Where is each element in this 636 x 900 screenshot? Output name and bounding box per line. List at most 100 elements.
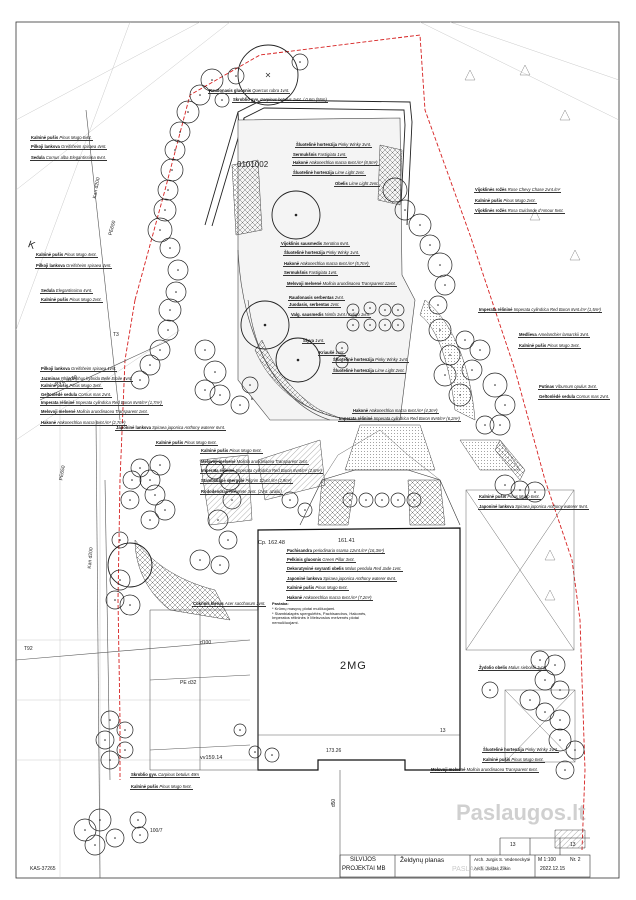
notes-line-4: nemulčiuojami.: [272, 620, 299, 626]
shrub-centre: [365, 499, 367, 501]
shrub-circle: [222, 490, 242, 510]
plant-label-detail: Quercus rubra 1vnt.: [252, 88, 290, 93]
shrub-centre: [211, 79, 213, 81]
plant-label-detail: 1vnt.: [335, 350, 345, 355]
shrub-centre: [239, 729, 241, 731]
plant-label-right-5: Kalninė pušis Pinus Mugo 3vnt.: [518, 343, 581, 349]
plant-label-detail: Greifsheim spiraea 1vnt.: [71, 366, 117, 371]
shrub-circle: [230, 395, 250, 415]
title-date: 2022.12.15: [540, 866, 566, 872]
plant-label-center-29: Hakonė Hakonechloa macra 6vnt./m² (7,2m²…: [286, 595, 373, 601]
notes-line-1: * Krūmų masyvų plotai mulčiuojami.: [272, 605, 336, 611]
shrub-centre: [429, 244, 431, 246]
shrub-circle: [130, 370, 150, 390]
shrub-circle: [461, 359, 483, 381]
plant-label-name: Šluotelinė hortenzija: [333, 368, 374, 373]
shrub-circle: [434, 274, 456, 296]
plant-label-left-0: Raudonasis gluosnis Quercus rubra 1vnt.: [208, 88, 291, 94]
shrub-circle: [455, 330, 475, 350]
shrub-centre: [129, 604, 131, 606]
shrub-centre: [174, 149, 176, 151]
shrub-circle: [144, 484, 166, 506]
plant-label-center-26: Dekoratyvinė svyranti obelis Malus pendu…: [286, 566, 403, 572]
shrub-centre: [84, 829, 86, 831]
shrub-circle: [164, 139, 186, 161]
shrub-centre: [299, 61, 301, 63]
plant-label-detail: Malus pendula Red Jade 1vnt.: [344, 566, 402, 571]
shrub-circle: [406, 492, 422, 508]
shrub-centre: [534, 491, 536, 493]
shrub-centre: [444, 284, 446, 286]
shrub-centre: [214, 371, 216, 373]
plant-label-name: Hakonė: [41, 420, 57, 425]
paving: [149, 609, 259, 771]
watermark-small: PASLAUGOS.LT: [452, 866, 505, 873]
plant-label-name: Jazminas: [41, 376, 60, 381]
shrub-centre: [204, 389, 206, 391]
plant-label-right-9: Japoninė lanksva Spiraea japonica Anthon…: [478, 504, 590, 510]
plant-label-detail: Amelanchier lamarckii 3vnt.: [537, 332, 590, 337]
shrub-centre: [169, 247, 171, 249]
shrub-circle: [482, 372, 508, 398]
plant-label-detail: Nofretete 3vnt. (2vnt. azaliu): [229, 489, 282, 494]
plant-label-name: Pilkoji lanksva: [41, 366, 70, 371]
shrub-centre: [109, 719, 111, 721]
shrub-circle: [140, 510, 160, 530]
shrub-centre: [574, 749, 576, 751]
plant-label-name: Medlieva: [519, 332, 537, 337]
shrub-circle: [189, 84, 211, 106]
plant-label-name: Vijoklinės rožės: [475, 187, 507, 192]
shrub-circle: [519, 689, 541, 711]
plant-label-center-4: Obelis Lime Light 2vnt.: [334, 181, 380, 187]
shrub-centre: [139, 467, 141, 469]
shrub-circle: [116, 741, 134, 759]
plant-label-detail: 2vnt.: [330, 302, 340, 307]
shrub-circle: [291, 53, 309, 71]
shrub-circle: [448, 383, 472, 407]
shrub-circle: [382, 177, 408, 203]
shrub-centre: [381, 499, 383, 501]
shrub-circle: [218, 530, 238, 550]
title-sheet-number: Nr. 2: [570, 857, 581, 863]
shrub-circle: [550, 680, 570, 700]
shrub-circle: [176, 100, 200, 124]
title-org-line-1: SILVIJOS: [350, 857, 376, 863]
plant-label-center-5: Vijoklinis sausmedis Serotina 6vnt.: [280, 241, 351, 247]
plant-label-detail: Philadelphus hybrida Belle Etoile 4vnt.: [61, 376, 133, 381]
shrub-centre: [449, 354, 451, 356]
plant-label-name: Dekoratyvinė svyranti obelis: [287, 566, 344, 571]
shrub-centre: [349, 499, 351, 501]
shrub-centre: [394, 189, 396, 191]
title-drawing-name: Želdynų planas: [400, 857, 445, 864]
shrub-circle: [346, 318, 360, 332]
plant-label-right-13: Melsvoji melvenė Molinia arundinacea Tra…: [430, 767, 539, 773]
plant-label-name: Imperata rėlininė: [339, 416, 373, 421]
plant-label-right-10: Žydolio obelis Malus sieboldii 1vnt.: [478, 665, 548, 671]
utility-d50: d50: [331, 798, 338, 808]
shrub-centre: [519, 489, 521, 491]
parcel-code: 0101002: [237, 160, 269, 169]
plant-label-name: Pelkinis gluosnis: [287, 557, 322, 562]
plant-label-left-8: Kalninė pušis Pinus Mugo 2vnt.: [40, 297, 103, 303]
shrub-circle: [149, 339, 171, 361]
shrub-circle: [219, 469, 241, 491]
shrub-circle: [233, 723, 247, 737]
shrub-centre: [397, 499, 399, 501]
plant-label-detail: Fastigiata 1vnt.: [317, 152, 347, 157]
plant-label-name: Sermukšnis: [293, 152, 317, 157]
plant-label-left-14: Melsvoji melvenė Molinia arundinacea Tra…: [40, 409, 149, 415]
shrub-centre: [214, 469, 216, 471]
plant-label-center-7: Hakonė Hakonechloa macra 6vnt./m² (5,7m²…: [283, 261, 370, 267]
plant-label-detail: Greifsheim spiraea 4vnt.: [66, 263, 112, 268]
plant-label-center-14: Kriaušė 1vnt.: [318, 350, 346, 356]
plant-label-name: Šluotelinė hortenzija: [333, 357, 374, 362]
shrub-centre: [494, 384, 496, 386]
title-architect-2: Arch. Justas Žilkin: [474, 866, 511, 871]
plant-label-detail: Pinus Mugo 6vnt.: [229, 448, 262, 453]
level-mark-1: Cp. 162.48: [258, 540, 285, 546]
shrub-circle: [390, 492, 406, 508]
shrub-centre: [437, 304, 439, 306]
utility-t92: T92: [24, 646, 33, 652]
building-code: 2MG: [340, 660, 367, 672]
plant-label-name: Kalninė pušis: [36, 252, 64, 257]
